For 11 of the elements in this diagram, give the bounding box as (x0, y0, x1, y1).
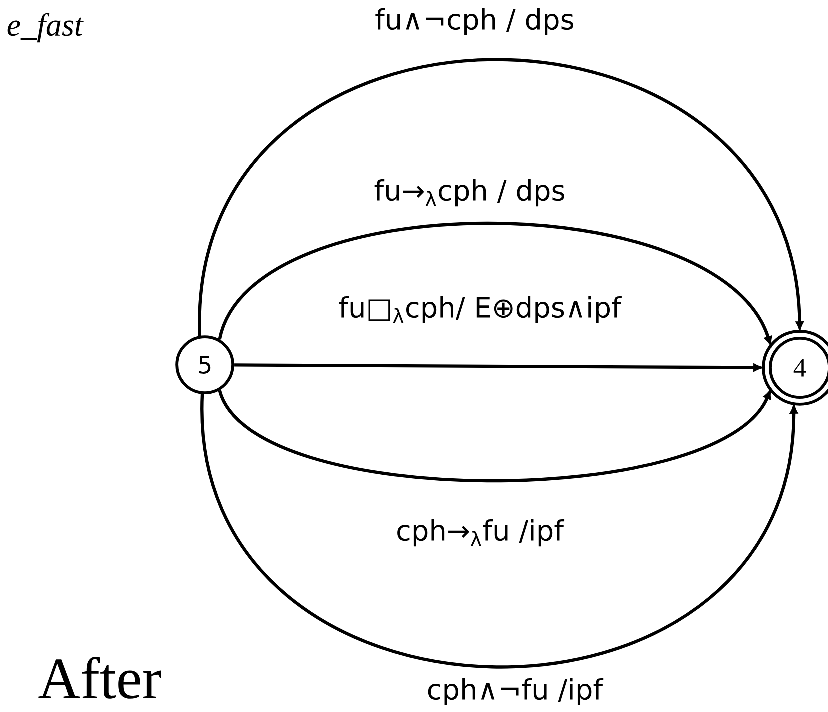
edge-label: fu□$_{λ}$cph/ E⊕dps∧ipf (339, 296, 622, 324)
arrow (218, 222, 772, 345)
edge-label: fu→$_{λ}$cph / dps (374, 180, 564, 207)
edge-label: cph→$_{λ}$fu /ipf (398, 520, 565, 547)
arrow (198, 58, 804, 336)
caption: After (38, 657, 162, 699)
partial-title: e_fast (8, 13, 84, 43)
arrow (218, 390, 772, 483)
edge-label: cph∧¬fu /ipf (428, 678, 604, 706)
arrow (200, 394, 798, 669)
edge-label: fu∧¬cph / dps (376, 8, 574, 36)
